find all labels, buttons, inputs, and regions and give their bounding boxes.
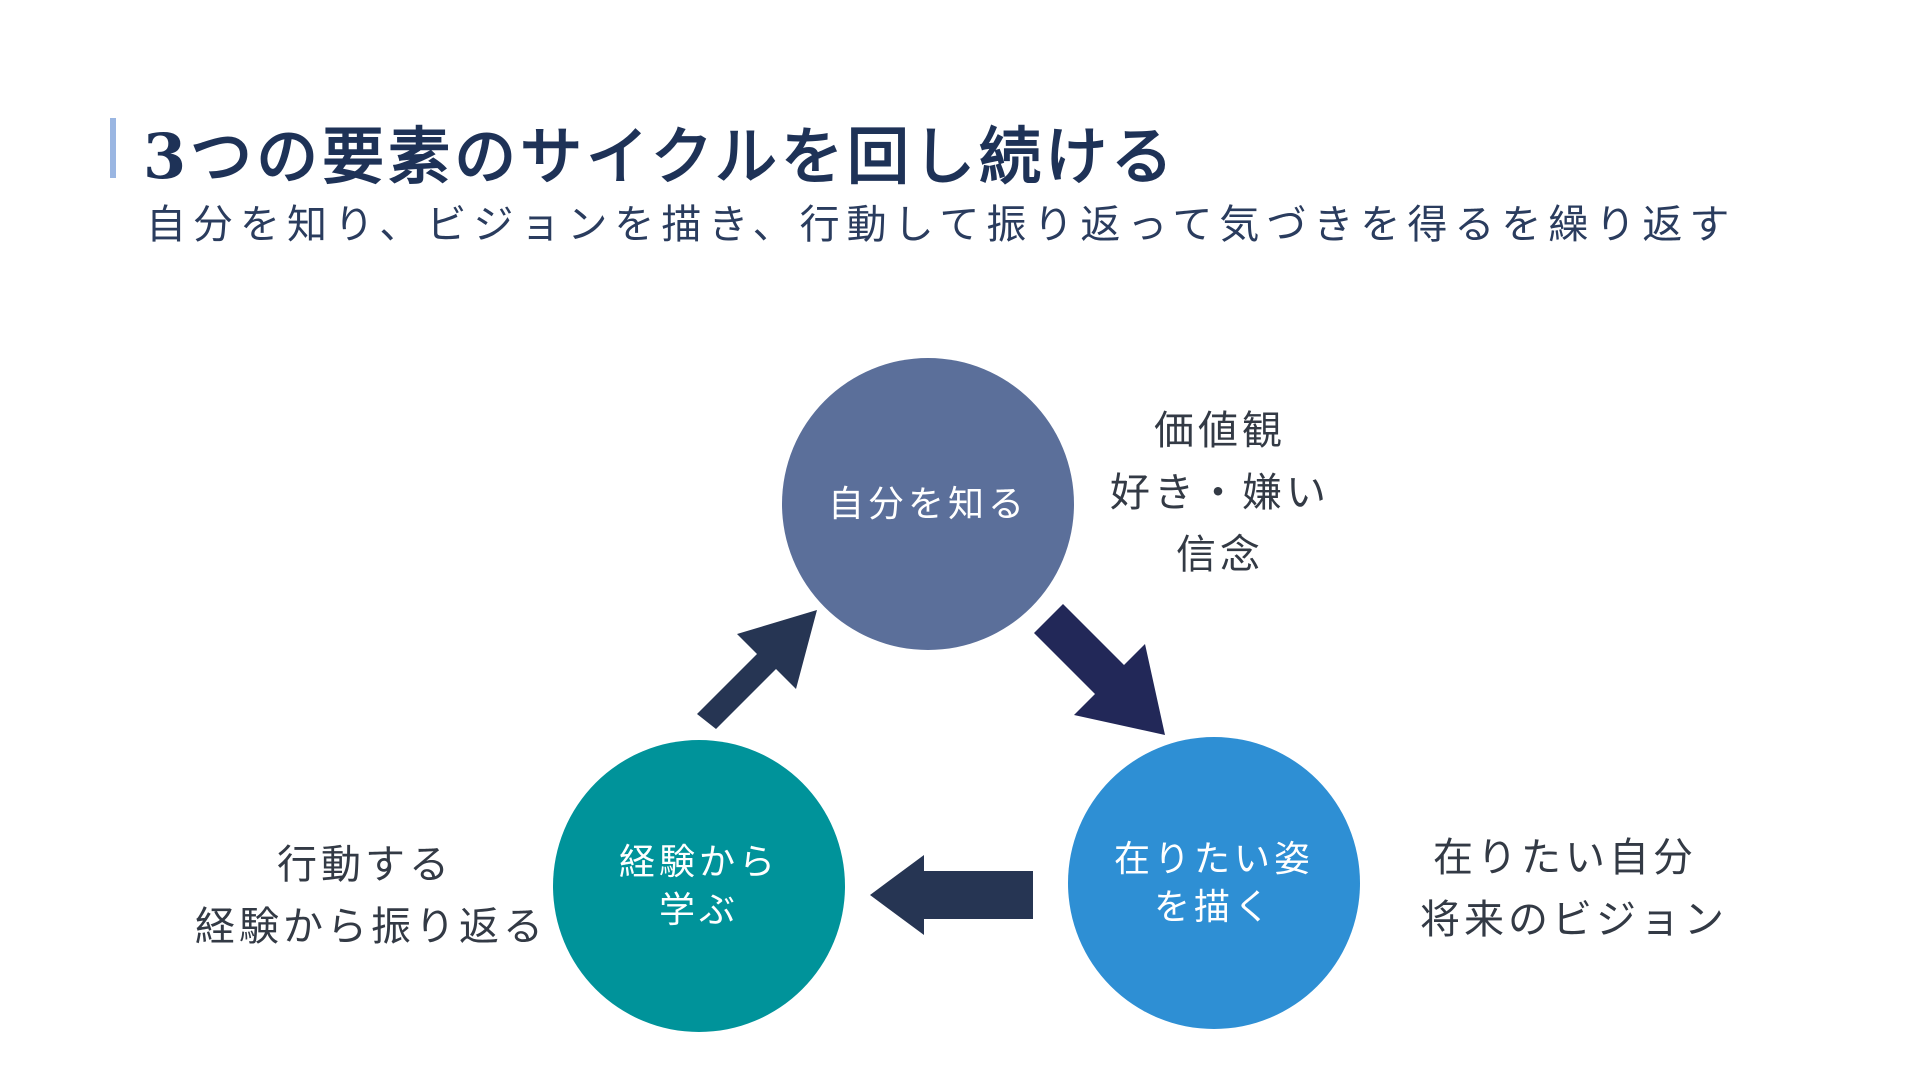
annotation-learn-line: 経験から振り返る	[195, 904, 547, 950]
arrow-know-to-vision	[1034, 604, 1165, 735]
node-vision-circle	[1068, 737, 1360, 1029]
node-vision-label-line2: を描く	[1154, 887, 1274, 928]
annotation-know-line: 好き・嫌い	[1110, 470, 1330, 516]
node-know-circle	[782, 358, 1074, 650]
arrow-learn-to-know	[697, 610, 817, 729]
annotation-know-line: 信念	[1176, 532, 1264, 578]
annotation-learn-line: 行動する	[277, 842, 453, 888]
arrow-vision-to-learn	[870, 855, 1033, 935]
page-subtitle: 自分を知り、ビジョンを描き、行動して振り返って気づきを得るを繰り返す	[146, 202, 1737, 248]
title-accent-bar	[110, 118, 116, 178]
node-learn-label-line2: 学ぶ	[659, 890, 739, 931]
node-vision-label-line1: 在りたい姿	[1114, 839, 1314, 880]
node-know-label: 自分を知る	[828, 484, 1028, 525]
annotation-vision-line: 在りたい自分	[1433, 835, 1697, 881]
page-title: 3つの要素のサイクルを回し続ける	[143, 120, 1178, 193]
annotation-know-line: 価値観	[1154, 408, 1286, 454]
annotation-vision: 在りたい自分 将来のビジョン	[1420, 827, 1728, 951]
annotation-vision-line: 将来のビジョン	[1420, 897, 1728, 943]
annotation-know: 価値観 好き・嫌い 信念	[1110, 400, 1330, 586]
node-learn-circle	[553, 740, 845, 1032]
node-learn-label-line1: 経験から	[619, 842, 779, 883]
annotation-learn: 行動する 経験から振り返る	[195, 834, 547, 958]
